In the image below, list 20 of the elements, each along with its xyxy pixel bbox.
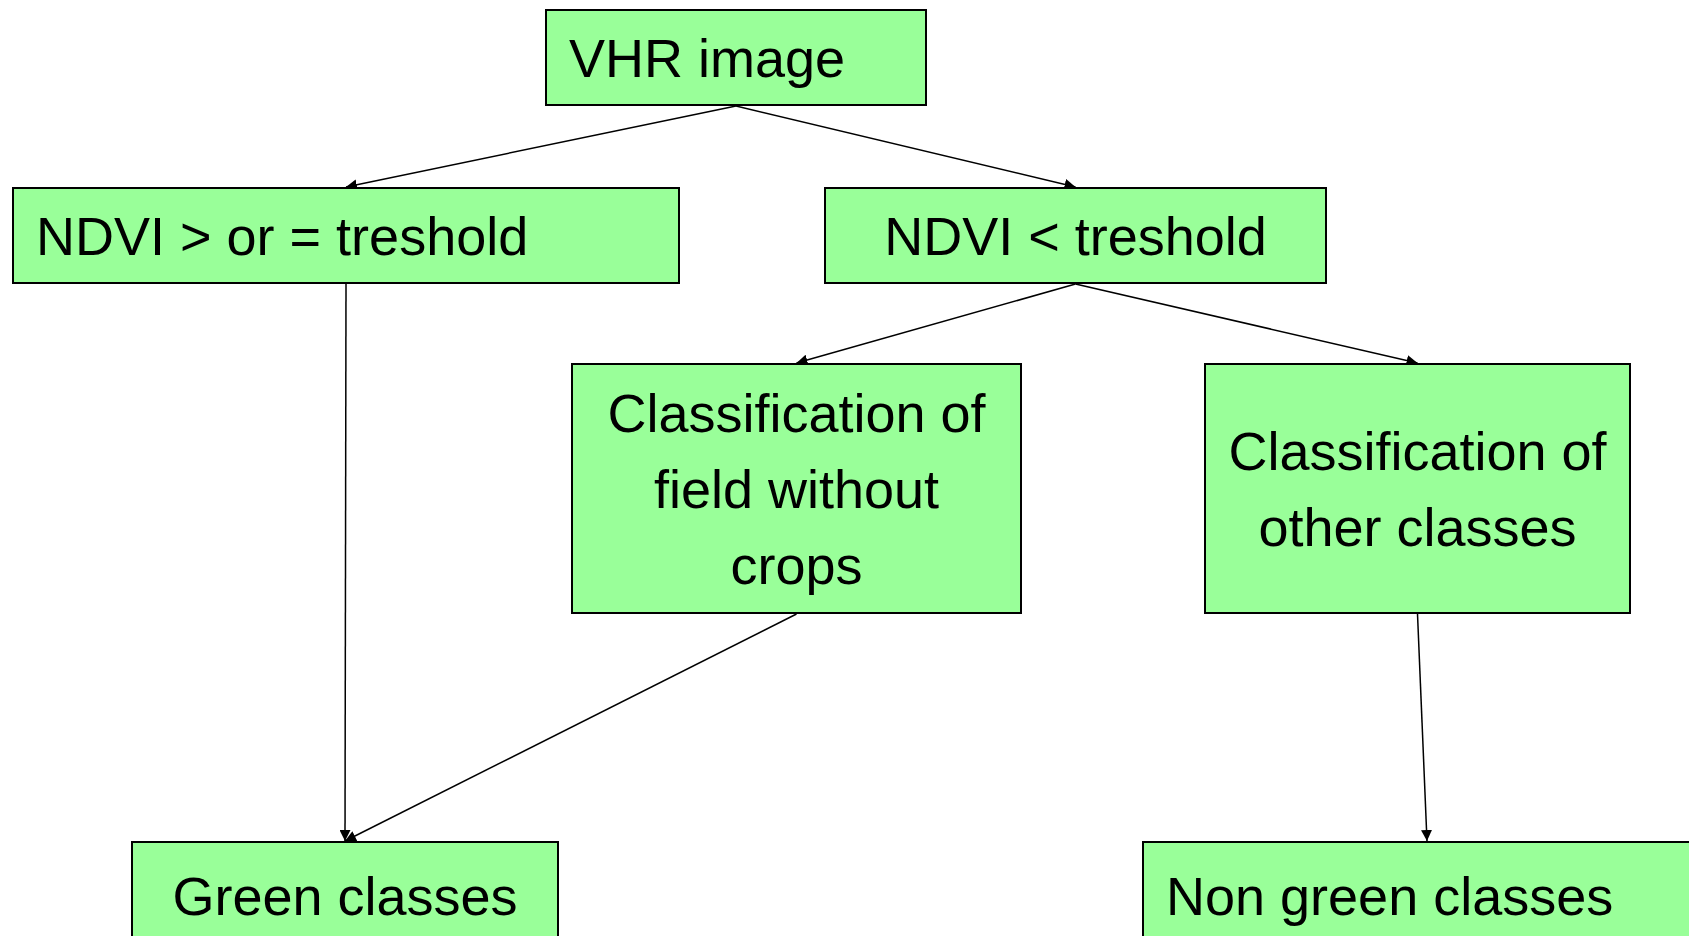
process-box [1204,363,1631,614]
box-label: VHR image [569,26,846,90]
arrow [339,283,351,842]
box-label: Green classes [172,865,518,928]
arrow [1416,613,1433,842]
arrow [795,283,1077,366]
process-box [545,9,927,106]
arrow [735,105,1077,190]
process-box [12,187,680,284]
box-label: NDVI < treshold [884,204,1267,268]
process-box [1142,841,1689,936]
box-label: Classification of other classes [1228,419,1607,559]
box-label: Non green classes [1166,865,1614,928]
process-box [824,187,1327,284]
arrow [1074,283,1419,366]
box-label: NDVI > or = treshold [36,204,529,268]
process-box [131,841,559,936]
box-label: Classification of field without crops [606,381,987,597]
process-box [571,363,1022,614]
arrow [344,613,798,842]
